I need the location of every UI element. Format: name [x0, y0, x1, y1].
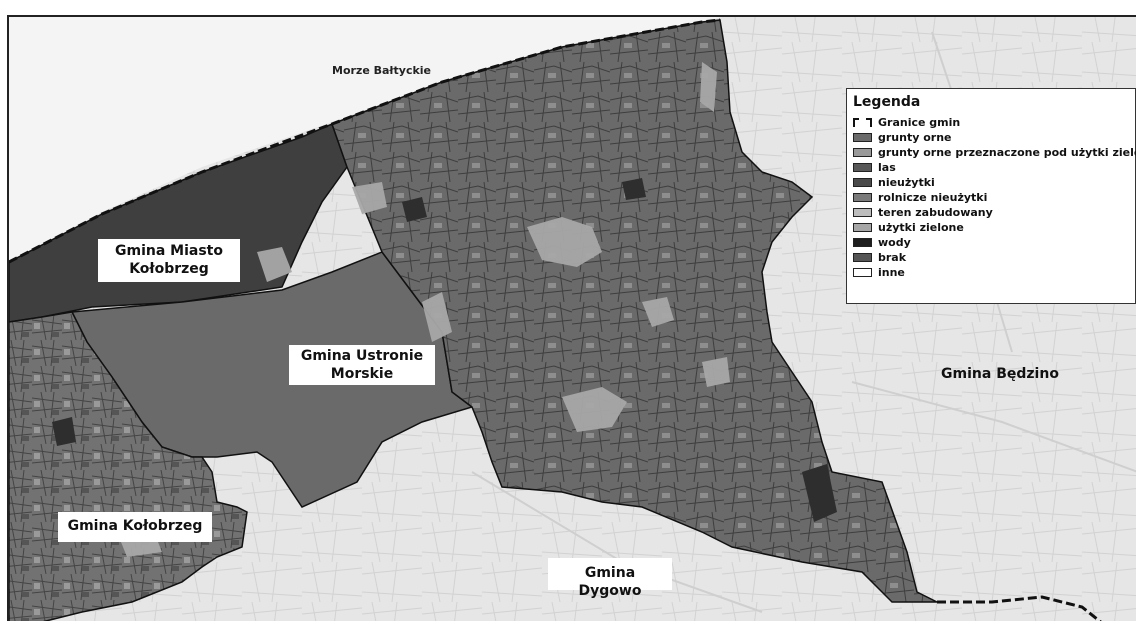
baltic-sea-area	[9, 17, 722, 262]
legend-item-label: las	[878, 161, 896, 174]
legend-item: brak	[853, 250, 1129, 265]
legend-item: grunty orne przeznaczone pod użytki ziel…	[853, 145, 1136, 160]
legend-item: wody	[853, 235, 1129, 250]
legend-item: teren zabudowany	[853, 205, 1129, 220]
legend-item-label: nieużytki	[878, 176, 935, 189]
legend-item-label: Granice gmin	[878, 116, 961, 129]
legend-item: las	[853, 160, 1129, 175]
label-gmina-kolobrzeg: Gmina Kołobrzeg	[58, 512, 212, 542]
legend-swatch	[853, 133, 872, 142]
legend-title: Legenda	[853, 94, 921, 110]
legend-swatch	[853, 163, 872, 172]
legend-item: nieużytki	[853, 175, 1129, 190]
legend-item-label: brak	[878, 251, 907, 264]
legend-swatch	[853, 223, 872, 232]
area-gmina-ustronie-mosaic	[331, 19, 938, 603]
label-gmina-bedzino: Gmina Będzino	[930, 360, 1070, 390]
label-text-gmina-kolobrzeg: Gmina Kołobrzeg	[67, 518, 203, 534]
boundary-swatch-icon	[853, 118, 872, 127]
legend-item: inne	[853, 265, 1129, 280]
label-text-gmina-ustronie-morskie: Gmina Ustronie Morskie	[300, 348, 424, 382]
legend-items: Granice gmin grunty orne grunty orne przez…	[853, 115, 1136, 280]
label-text-gmina-dygowo: Gmina Dygowo	[578, 565, 642, 599]
legend-item-label: wody	[878, 236, 911, 249]
legend-item: użytki zielone	[853, 220, 1129, 235]
legend-swatch	[853, 193, 872, 202]
label-text-gmina-bedzino: Gmina Będzino	[941, 366, 1059, 382]
label-gmina-ustronie-morskie: Gmina Ustronie Morskie	[289, 345, 435, 385]
area-gmina-kolobrzeg	[9, 311, 248, 621]
legend-item: grunty orne	[853, 130, 1129, 145]
dark-landuse-patches	[52, 178, 837, 522]
legend-item: rolnicze nieużytki	[853, 190, 1129, 205]
legend-item-label: inne	[878, 266, 905, 279]
legend-swatch	[853, 148, 872, 157]
legend-item-label: grunty orne przeznaczone pod użytki ziel…	[878, 146, 1136, 159]
legend-swatch	[853, 253, 872, 262]
legend-swatch	[853, 178, 872, 187]
legend-item-label: grunty orne	[878, 131, 952, 144]
legend-item: Granice gmin	[853, 115, 1129, 130]
map-legend: Legenda Granice gmin grunty orne grunty or…	[846, 88, 1136, 304]
legend-item-label: rolnicze nieużytki	[878, 191, 988, 204]
legend-swatch	[853, 208, 872, 217]
legend-swatch	[853, 268, 872, 277]
legend-swatch	[853, 238, 872, 247]
sea-label: Morze Bałtyckie	[332, 64, 432, 77]
legend-item-label: teren zabudowany	[878, 206, 993, 219]
label-text-gmina-miasto-kolobrzeg: Gmina Miasto Kołobrzeg	[115, 243, 223, 277]
legend-item-label: użytki zielone	[878, 221, 964, 234]
label-gmina-miasto-kolobrzeg: Gmina Miasto Kołobrzeg	[98, 239, 240, 282]
municipal-boundary-lines	[9, 18, 1102, 621]
label-gmina-dygowo: Gmina Dygowo	[548, 558, 672, 599]
